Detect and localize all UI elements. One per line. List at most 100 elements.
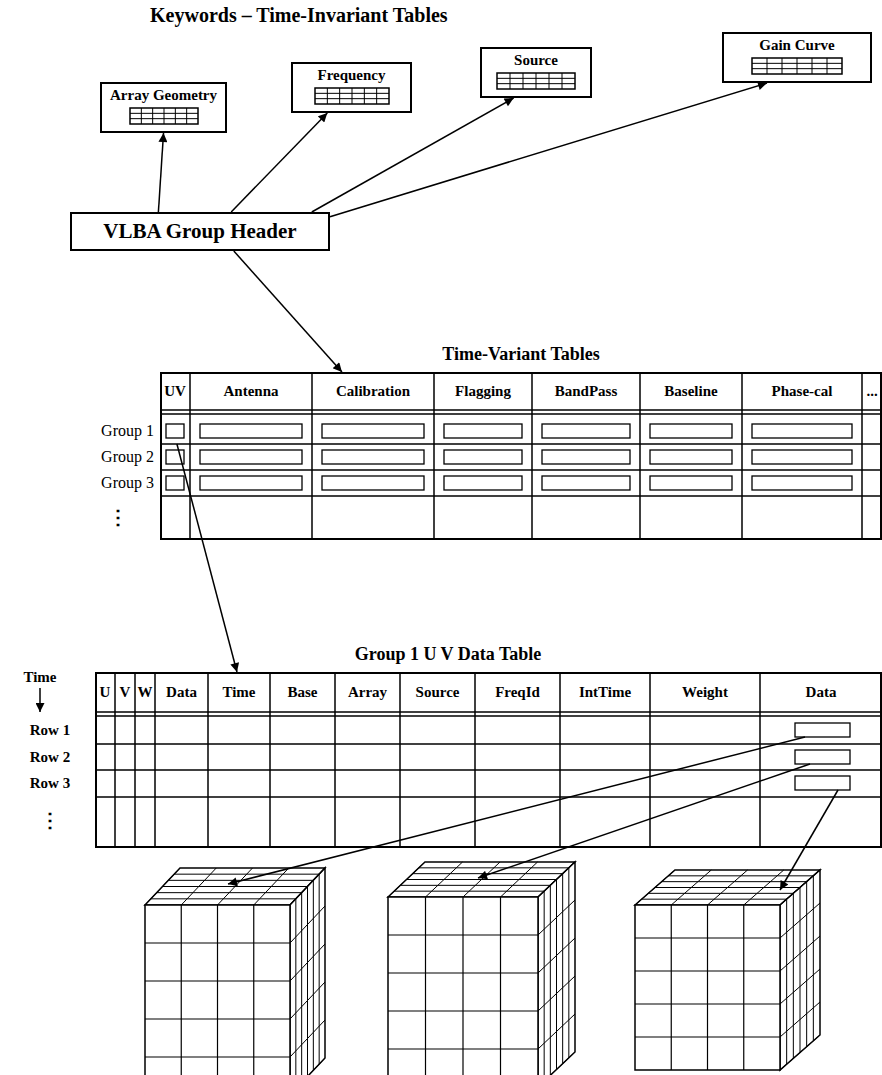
table-cell-label: W: [138, 684, 153, 700]
header-label: VLBA Group Header: [103, 219, 296, 243]
table-icon-rule: [363, 88, 364, 104]
cell-box: [795, 723, 850, 737]
connector-arrow: [231, 113, 327, 212]
table-icon-rule: [510, 73, 511, 89]
cube-grid: [145, 980, 290, 981]
leader-arrow: [228, 737, 805, 884]
table-icon-rule: [339, 88, 340, 104]
table-box: Array Geometry: [100, 82, 227, 133]
cube-grid: [642, 899, 787, 900]
cell-box: [795, 750, 850, 764]
cube-grid: [793, 893, 794, 1058]
cube-grid: [407, 879, 557, 880]
label-wrap: Calibration: [336, 382, 410, 400]
label-wrap: U: [100, 683, 111, 701]
table-icon-rule: [152, 108, 153, 124]
cube-grid: [462, 897, 463, 1075]
cube-front-face: [635, 905, 780, 1070]
table-icon: [314, 87, 390, 105]
cube-grid: [635, 937, 780, 938]
cube-grid: [400, 885, 550, 886]
cube-grid: [544, 891, 545, 1075]
cell-box: [650, 476, 732, 490]
cell-box: [650, 424, 732, 438]
grid-line: [160, 495, 882, 497]
table-icon-frame: [497, 73, 575, 89]
table-cell-label: U: [100, 684, 111, 700]
grid-line: [531, 372, 533, 540]
cube-grid: [181, 905, 182, 1075]
table-icon-rule: [140, 108, 141, 124]
cube-grid: [635, 1036, 780, 1037]
label-wrap: Row 1: [30, 721, 70, 739]
label-wrap: Weight: [682, 683, 728, 701]
label-wrap: Array: [348, 683, 387, 701]
cube-grid: [671, 905, 672, 1070]
box-label: Gain Curve: [732, 37, 862, 54]
table-cell-label: Flagging: [455, 383, 511, 399]
grid-line: [95, 715, 882, 717]
table-row: Group 2: [162, 444, 880, 470]
label-wrap: Row 3: [30, 774, 70, 792]
row-label-wrap: Group 3: [101, 474, 154, 492]
cube-grid: [562, 874, 563, 1064]
cell-box: [444, 450, 522, 464]
row-label: Group 1: [101, 422, 154, 439]
table-cell-label: Calibration: [336, 383, 410, 399]
label-wrap: BandPass: [555, 382, 618, 400]
table-icon-frame: [315, 88, 389, 104]
grid-line: [189, 372, 191, 540]
table-heading-wrap: Time-Variant Tables: [442, 344, 600, 365]
table-box: Gain Curve: [722, 32, 872, 83]
cube-side-face: [780, 870, 820, 1070]
cube-grid: [635, 970, 780, 971]
table-icon: [129, 107, 199, 125]
cube-grid: [668, 875, 813, 876]
label-wrap: W: [138, 683, 153, 701]
cube-grid: [556, 880, 557, 1070]
grid-line: [559, 672, 561, 848]
grid-line: [649, 672, 651, 848]
grid-line: [269, 672, 271, 848]
grid-line: [95, 796, 882, 798]
table-cell-label: Time: [222, 684, 255, 700]
data-table: Group 1 U V Data Table: [95, 672, 882, 848]
label-wrap: Row 2: [30, 748, 70, 766]
table-icon-rule: [523, 73, 524, 89]
leader-arrow: [478, 764, 810, 878]
table-row: Group 1: [162, 418, 880, 444]
grid-line: [433, 372, 435, 540]
label-wrap: UV: [164, 382, 186, 400]
cube-grid: [800, 888, 801, 1053]
cell-box: [166, 424, 184, 438]
grid-line: [114, 672, 116, 848]
label-wrap: IntTime: [579, 683, 631, 701]
grid-line: [154, 672, 156, 848]
label-wrap: ⋮: [108, 505, 128, 529]
table-icon-rule: [351, 88, 352, 104]
table-cell-label: Phase-cal: [772, 383, 833, 399]
grid-line: [95, 769, 882, 771]
table-icon-rule: [797, 58, 798, 74]
cell-box: [322, 476, 424, 490]
cube-grid: [648, 893, 793, 894]
grid-line: [95, 711, 882, 713]
table-cell-label: ...: [866, 383, 877, 399]
table-cell-label: Source: [416, 684, 460, 700]
diagram-title: Keywords – Time-Invariant Tables: [150, 4, 448, 26]
grid-line: [334, 672, 336, 848]
grid-line: [741, 372, 743, 540]
cube-grid: [151, 898, 296, 899]
grid-line: [160, 469, 882, 471]
cube-grid: [174, 874, 319, 875]
cell-box: [650, 450, 732, 464]
header-box: VLBA Group Header: [70, 212, 330, 251]
label-wrap: V: [120, 683, 131, 701]
cell-box: [322, 424, 424, 438]
row-label: Group 2: [101, 448, 154, 465]
grid-line: [399, 672, 401, 848]
cell-box: [200, 424, 302, 438]
grid-line: [160, 443, 882, 445]
table-cell-label: ⋮: [40, 809, 60, 831]
